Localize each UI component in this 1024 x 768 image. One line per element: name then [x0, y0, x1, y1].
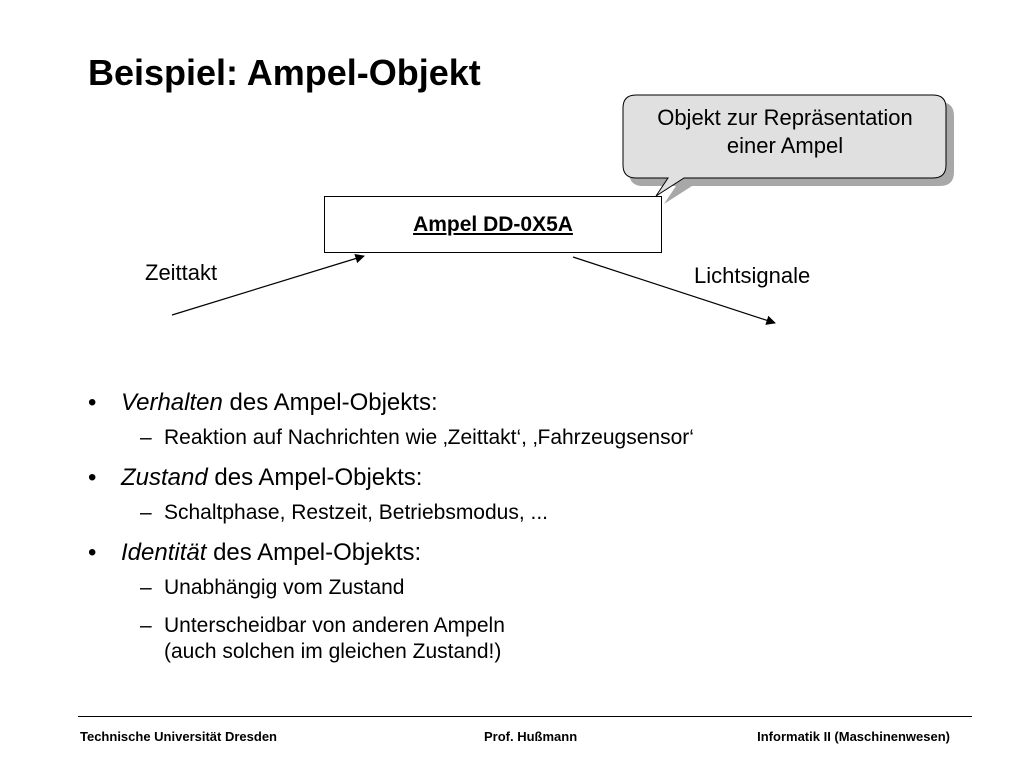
- slide-title: Beispiel: Ampel-Objekt: [88, 52, 481, 93]
- bullet-list: • Verhalten des Ampel-Objekts: – Reaktio…: [88, 388, 968, 677]
- bullet-text: des Ampel-Objekts:: [206, 539, 422, 566]
- bullet-keyword: Verhalten: [121, 389, 223, 416]
- output-label: Lichtsignale: [694, 263, 811, 288]
- footer-author: Prof. Hußmann: [484, 729, 578, 744]
- input-arrow: [171, 253, 365, 316]
- callout-text: Objekt zur Repräsentation einer Ampel: [630, 104, 940, 160]
- bullet-dot: •: [88, 539, 97, 566]
- bullet-text: des Ampel-Objekts:: [222, 389, 438, 416]
- sub-text: Schaltphase, Restzeit, Betriebsmodus, ..…: [164, 501, 549, 524]
- sub-dash: –: [140, 501, 152, 524]
- sub-text: Unabhängig vom Zustand: [164, 576, 405, 599]
- callout-line-2: einer Ampel: [726, 133, 844, 158]
- sub-dash: –: [140, 426, 152, 449]
- sub-text-continued: (auch solchen im gleichen Zustand!): [164, 640, 502, 663]
- bullet-item: • Identität des Ampel-Objekts:: [88, 538, 968, 568]
- sub-item: – Unabhängig vom Zustand: [88, 575, 968, 601]
- sub-dash: –: [140, 614, 152, 637]
- sub-text: Unterscheidbar von anderen Ampeln: [164, 614, 505, 637]
- bullet-item: • Zustand des Ampel-Objekts:: [88, 463, 968, 493]
- footer-course: Informatik II (Maschinenwesen): [757, 729, 950, 744]
- footer-university: Technische Universität Dresden: [80, 729, 277, 744]
- sub-item: – Reaktion auf Nachrichten wie ‚Zeittakt…: [88, 425, 968, 451]
- sub-item: – Schaltphase, Restzeit, Betriebsmodus, …: [88, 500, 968, 526]
- bullet-item: • Verhalten des Ampel-Objekts:: [88, 388, 968, 418]
- sub-item: – Unterscheidbar von anderen Ampeln (auc…: [88, 613, 968, 665]
- bullet-dot: •: [88, 464, 97, 491]
- sub-dash: –: [140, 576, 152, 599]
- bullet-keyword: Identität: [121, 539, 207, 566]
- object-box: Ampel DD-0X5A: [324, 196, 662, 253]
- bullet-keyword: Zustand: [121, 464, 208, 491]
- sub-text: Reaktion auf Nachrichten wie ‚Zeittakt‘,…: [164, 426, 694, 449]
- input-label: Zeittakt: [145, 260, 218, 285]
- output-arrow: [572, 256, 776, 325]
- callout-bubble: [622, 94, 947, 197]
- footer-divider: [78, 716, 972, 717]
- bullet-dot: •: [88, 389, 97, 416]
- callout-line-1: Objekt zur Repräsentation: [657, 105, 913, 130]
- bullet-text: des Ampel-Objekts:: [207, 464, 423, 491]
- object-name: Ampel DD-0X5A: [413, 212, 573, 236]
